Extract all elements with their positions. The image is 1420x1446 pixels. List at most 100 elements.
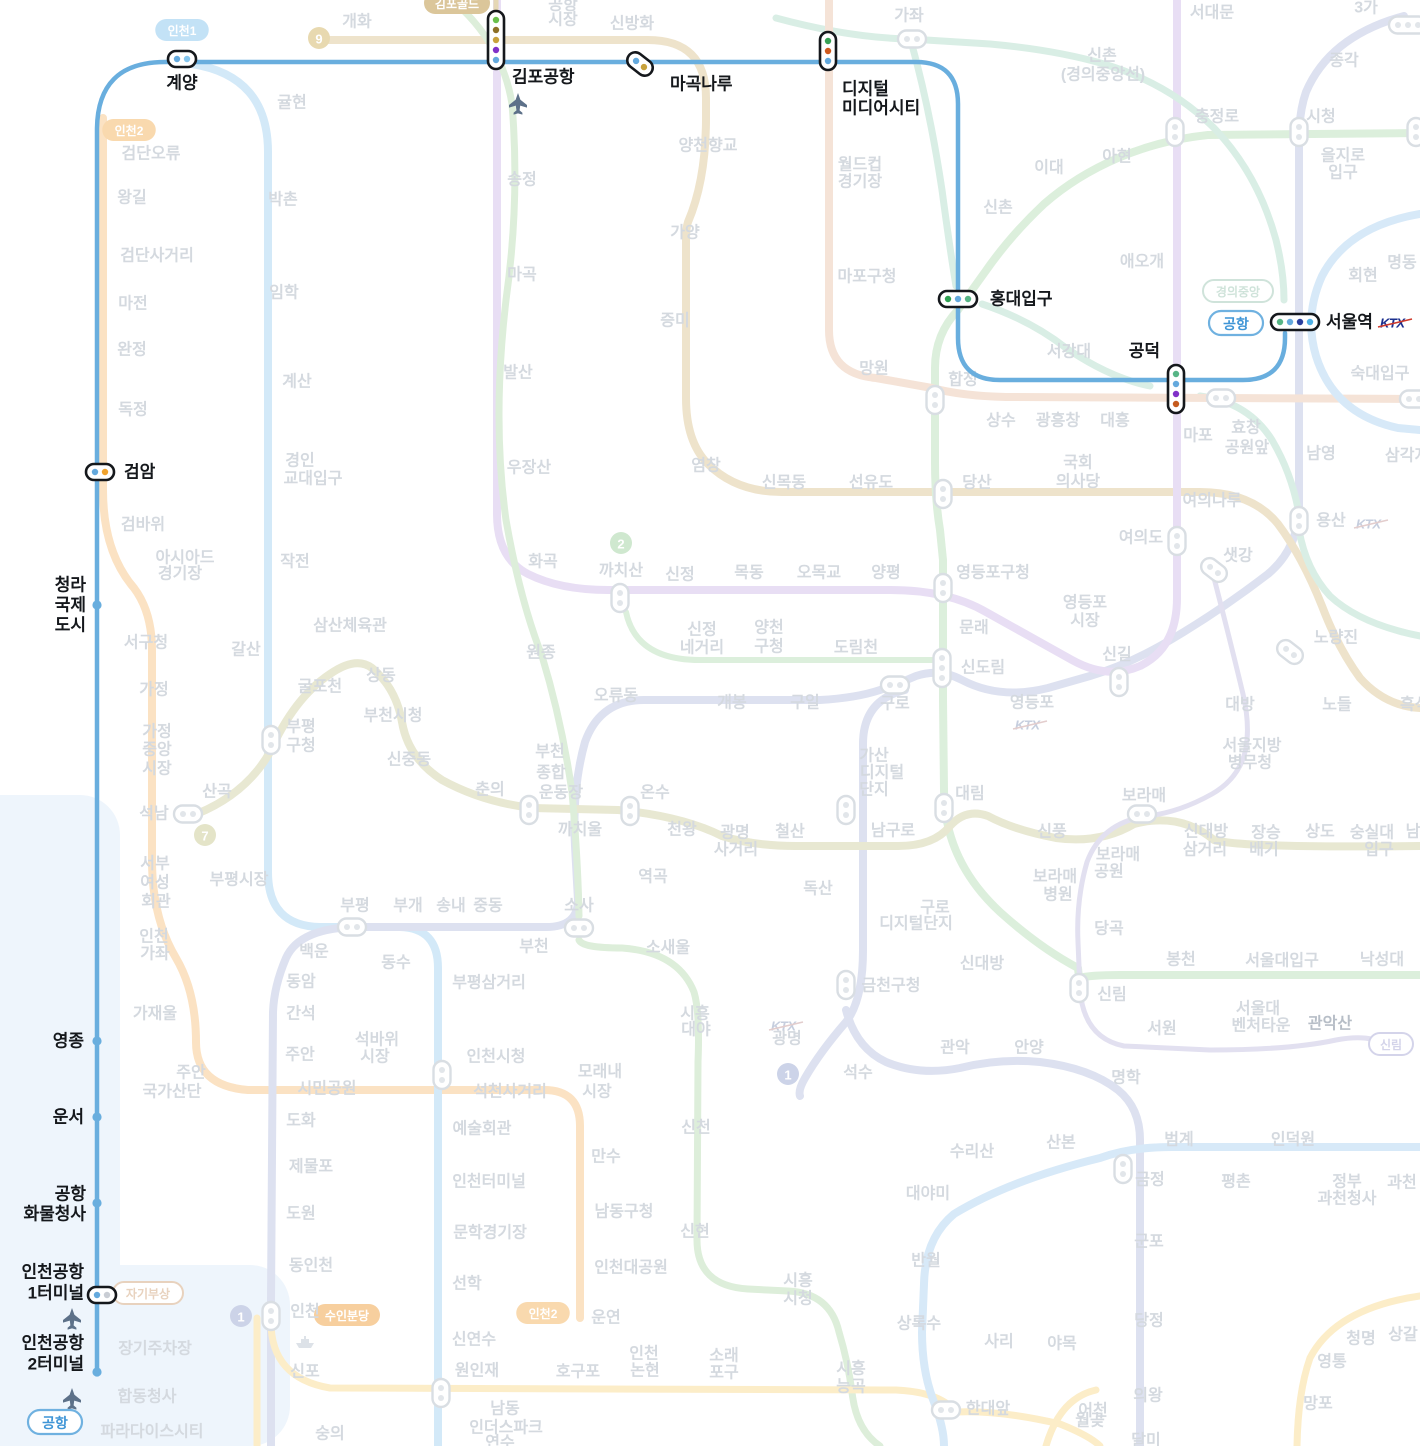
station-incheon-airport-t2-label[interactable]: 2터미널 xyxy=(28,1355,84,1374)
station-incheon-airport-t1-marker[interactable] xyxy=(86,1285,118,1305)
faded-station-label: 시흥 xyxy=(680,1004,710,1023)
ferry-icon xyxy=(296,1336,314,1348)
faded-transfer-pill xyxy=(1275,638,1305,666)
station-gyeyang-marker[interactable] xyxy=(166,49,198,69)
station-hongik-univ-marker[interactable] xyxy=(937,289,979,309)
station-hongik-univ-label[interactable]: 홍대입구 xyxy=(990,289,1053,309)
station-yeongjong-label[interactable]: 영종 xyxy=(53,1032,85,1051)
station-airport-cargo-marker[interactable] xyxy=(92,1198,102,1208)
faded-station-label: 가좌 xyxy=(140,945,170,963)
station-gimpo-airport-marker[interactable] xyxy=(486,9,506,71)
station-digital-media-city-marker[interactable] xyxy=(818,30,838,72)
faded-station-label: 굴포천 xyxy=(298,678,342,696)
faded-station-label: 가재울 xyxy=(133,1005,177,1023)
faded-station-label: 상도 xyxy=(1305,823,1335,841)
faded-station-label: 부평시장 xyxy=(210,871,269,889)
faded-station-label: 우장산 xyxy=(507,459,551,477)
faded-station-label: 마곡 xyxy=(507,266,537,284)
faded-transfer-pill xyxy=(336,917,368,937)
station-airport-cargo-label[interactable]: 화물청사 xyxy=(23,1204,86,1224)
faded-station-label: 예술회관 xyxy=(453,1119,512,1138)
station-cheongna-intl-city-label[interactable]: 도시 xyxy=(55,616,86,635)
station-gongdeok[interactable]: 공덕 xyxy=(1129,342,1186,415)
station-gongdeok-label[interactable]: 공덕 xyxy=(1129,342,1160,361)
station-gimpo-airport[interactable]: 김포공항 xyxy=(486,9,575,115)
station-unseo[interactable]: 운서 xyxy=(53,1108,102,1127)
faded-station-label: 임학 xyxy=(269,284,299,302)
faded-transfer-pill xyxy=(933,572,953,604)
faded-station-label: 영등포 xyxy=(1063,594,1107,612)
faded-station-label: 마포 xyxy=(1183,427,1213,445)
faded-station-label: 국회 xyxy=(1063,453,1092,472)
faded-transfer-pill xyxy=(1165,116,1185,148)
faded-station-label: 광명 xyxy=(772,1029,801,1048)
faded-station-label: 구로 xyxy=(920,899,950,917)
station-gimpo-airport-label[interactable]: 김포공항 xyxy=(512,67,575,87)
faded-station-label: 소래 xyxy=(709,1347,738,1365)
line-badge: 7 xyxy=(194,824,216,846)
faded-station-label: 개화 xyxy=(342,12,372,31)
faded-station-label: 갈산 xyxy=(231,641,261,659)
station-incheon-airport-t1[interactable]: 인천공항 1터미널 xyxy=(21,1262,118,1330)
faded-station-label: 귤현 xyxy=(277,93,306,112)
station-yeongjong[interactable]: 영종 xyxy=(53,1032,102,1051)
station-seoul-station-label[interactable]: 서울역 xyxy=(1326,313,1373,332)
station-geomam[interactable]: 검암 xyxy=(84,462,156,482)
station-magongnaru-label[interactable]: 마곡나루 xyxy=(670,75,733,94)
station-seoul-station-marker[interactable] xyxy=(1269,312,1321,332)
faded-station-label: 원종 xyxy=(526,644,556,662)
station-gyeyang[interactable]: 계양 xyxy=(166,49,198,93)
faded-station-label: 소사 xyxy=(564,897,594,915)
station-hongik-univ[interactable]: 홍대입구 xyxy=(937,289,1053,309)
station-unseo-label[interactable]: 운서 xyxy=(53,1108,84,1127)
station-incheon-airport-t2-label[interactable]: 인천공항 xyxy=(21,1333,84,1353)
faded-transfer-pill xyxy=(519,794,539,826)
station-yeongjong-marker[interactable] xyxy=(92,1036,102,1046)
station-cheongna-intl-city-label[interactable]: 청라 xyxy=(55,575,87,595)
faded-station-label: 완정 xyxy=(117,341,146,359)
airplane-icon xyxy=(509,93,527,115)
line-badge: 김포골드 xyxy=(424,0,490,14)
faded-station-label: 인천 xyxy=(290,1303,319,1321)
faded-station-label: 보라매 xyxy=(1122,787,1166,805)
svg-text:인천2: 인천2 xyxy=(529,1306,558,1321)
faded-station-label: 계산 xyxy=(282,372,312,391)
station-gongdeok-marker[interactable] xyxy=(1166,363,1186,415)
faded-station-label: 상갈 xyxy=(1388,1326,1418,1344)
faded-station-label: 신도림 xyxy=(961,658,1005,677)
faded-station-label: 네거리 xyxy=(680,639,724,657)
station-digital-media-city-label[interactable]: 미디어시티 xyxy=(842,99,920,118)
faded-station-label: 송정 xyxy=(507,171,536,189)
station-cheongna-intl-city-label[interactable]: 국제 xyxy=(55,596,86,615)
faded-station-label: 노들 xyxy=(1322,696,1352,714)
station-unseo-marker[interactable] xyxy=(92,1112,102,1122)
station-magongnaru[interactable]: 마곡나루 xyxy=(624,49,733,94)
faded-station-label: 인천 xyxy=(629,1345,658,1363)
station-geomam-marker[interactable] xyxy=(84,462,116,482)
station-incheon-airport-t1-label[interactable]: 인천공항 xyxy=(21,1262,84,1282)
station-gyeyang-label[interactable]: 계양 xyxy=(166,74,198,93)
faded-station-label: 동암 xyxy=(286,972,316,991)
station-magongnaru-marker[interactable] xyxy=(624,49,656,79)
faded-station-label: 보라매 xyxy=(1033,868,1077,886)
faded-station-label: 광명 xyxy=(720,823,749,842)
faded-pills-layer xyxy=(172,15,1420,1420)
station-digital-media-city-label[interactable]: 디지털 xyxy=(842,80,889,99)
station-geomam-label[interactable]: 검암 xyxy=(124,463,156,482)
faded-station-label: 샛강 xyxy=(1223,547,1253,565)
faded-transfer-pill xyxy=(620,795,640,827)
faded-station-label: 사리 xyxy=(984,1333,1013,1351)
faded-station-label: 석천사거리 xyxy=(473,1083,547,1101)
faded-station-label: 양천향교 xyxy=(679,136,738,155)
station-cheongna-intl-city-marker[interactable] xyxy=(92,600,102,610)
faded-station-label: 남동구청 xyxy=(595,1202,654,1221)
station-incheon-airport-t1-label[interactable]: 1터미널 xyxy=(28,1284,84,1303)
station-incheon-airport-t2-marker[interactable] xyxy=(92,1367,102,1377)
station-airport-cargo-label[interactable]: 공항 xyxy=(55,1184,87,1204)
